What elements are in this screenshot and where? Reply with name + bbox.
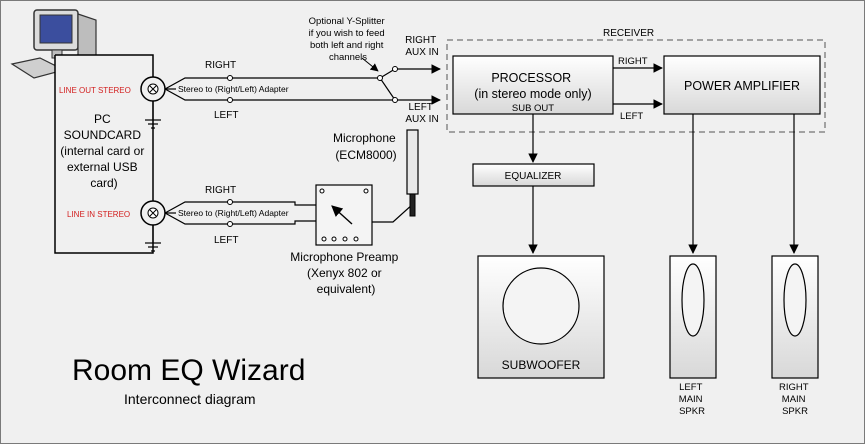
y-splitter (370, 64, 441, 105)
computer-icon (10, 9, 97, 79)
right-speaker-driver-icon (783, 263, 807, 337)
power-amplifier-box (663, 55, 821, 115)
subwoofer-label: SUBWOOFER (502, 358, 581, 372)
top-right-label: RIGHT (205, 60, 236, 71)
speaker-label-line: MAIN (782, 394, 806, 405)
left-speaker-label: LEFT MAIN SPKR (679, 382, 705, 417)
microphone-icon (406, 129, 419, 217)
top-adapter-label: Stereo to (Right/Left) Adapter (178, 84, 289, 94)
line-in-label: LINE IN STEREO (67, 210, 130, 219)
processor-label-line: (in stereo mode only) (474, 87, 591, 101)
left-speaker-driver-icon (681, 263, 705, 337)
right-speaker-label: RIGHT MAIN SPKR (779, 382, 811, 417)
splitter-dot (392, 97, 398, 103)
power-amplifier-label: POWER AMPLIFIER (684, 79, 800, 93)
microphone-label-line: Microphone (333, 131, 396, 145)
splitter-note: Optional Y-Splitter if you wish to feed … (309, 16, 388, 63)
pc-label-line: card) (90, 176, 117, 190)
aux-label-line: LEFT (408, 102, 432, 113)
mic-cable (372, 194, 414, 223)
splitter-dot (392, 66, 398, 72)
bottom-adapter-label: Stereo to (Right/Left) Adapter (178, 208, 289, 218)
preamp-knob-icons (319, 188, 369, 242)
diagram-title: Room EQ Wizard (72, 354, 305, 387)
speaker-label-line: SPKR (782, 406, 808, 417)
amp-right-label: RIGHT (618, 56, 648, 67)
processor-label: PROCESSOR (in stereo mode only) (474, 71, 591, 101)
top-adapter-wires (164, 77, 380, 101)
aux-label-line: RIGHT (405, 35, 436, 46)
splitter-note-line: both left and right (310, 40, 384, 51)
equalizer-label: EQUALIZER (505, 171, 562, 182)
splitter-dot (377, 75, 383, 81)
line-out-label: LINE OUT STEREO (59, 86, 131, 95)
line-out-jack (140, 76, 166, 102)
pc-soundcard-box (54, 54, 154, 254)
preamp-label-line: (Xenyx 802 or (307, 266, 382, 280)
pc-label-line: external USB (67, 160, 138, 174)
ground-symbol-bottom (145, 225, 161, 252)
splitter-note-line: Optional Y-Splitter (309, 16, 385, 27)
sub-out-label: SUB OUT (512, 103, 554, 114)
speaker-label-line: RIGHT (779, 382, 809, 393)
pc-label: PC SOUNDCARD (internal card or external … (60, 112, 147, 190)
aux-label-line: AUX IN (405, 114, 438, 125)
pc-label-line: SOUNDCARD (64, 128, 142, 142)
pc-label-line: PC (94, 112, 111, 126)
microphone-label-line: (ECM8000) (335, 148, 396, 162)
pc-label-line: (internal card or (60, 144, 144, 158)
aux-right-label: RIGHT AUX IN (405, 35, 439, 58)
diagram-subtitle: Interconnect diagram (124, 391, 256, 407)
processor-box (452, 55, 614, 115)
top-left-label: LEFT (214, 110, 238, 121)
receiver-label: RECEIVER (603, 28, 654, 39)
speaker-label-line: LEFT (679, 382, 702, 393)
junction-dot (227, 221, 233, 227)
preamp-label-line: equivalent) (317, 282, 376, 296)
splitter-note-line: if you wish to feed (309, 28, 385, 39)
bottom-adapter-wires (164, 201, 316, 225)
preamp-label: Microphone Preamp (Xenyx 802 or equivale… (290, 250, 401, 296)
speaker-label-line: MAIN (679, 394, 703, 405)
ground-symbol-top (145, 101, 161, 129)
junction-dot (227, 97, 233, 103)
processor-label-line: PROCESSOR (491, 71, 571, 85)
line-in-jack (140, 200, 166, 226)
bottom-right-label: RIGHT (205, 185, 236, 196)
receiver-boundary (446, 39, 826, 133)
preamp-gain-arrow-icon (331, 205, 353, 225)
microphone-label: Microphone (ECM8000) (333, 131, 399, 162)
speaker-label-line: SPKR (679, 406, 705, 417)
junction-dot (227, 75, 233, 81)
subwoofer-cone-icon (502, 267, 580, 345)
splitter-note-pointer (361, 57, 379, 72)
aux-label-line: AUX IN (405, 47, 438, 58)
preamp-label-line: Microphone Preamp (290, 250, 398, 264)
splitter-note-line: channels (329, 52, 367, 63)
junction-dot (227, 199, 233, 205)
bottom-left-label: LEFT (214, 235, 238, 246)
amp-left-label: LEFT (620, 111, 643, 122)
aux-left-label: LEFT AUX IN (405, 102, 438, 125)
preamp-box (315, 184, 373, 246)
